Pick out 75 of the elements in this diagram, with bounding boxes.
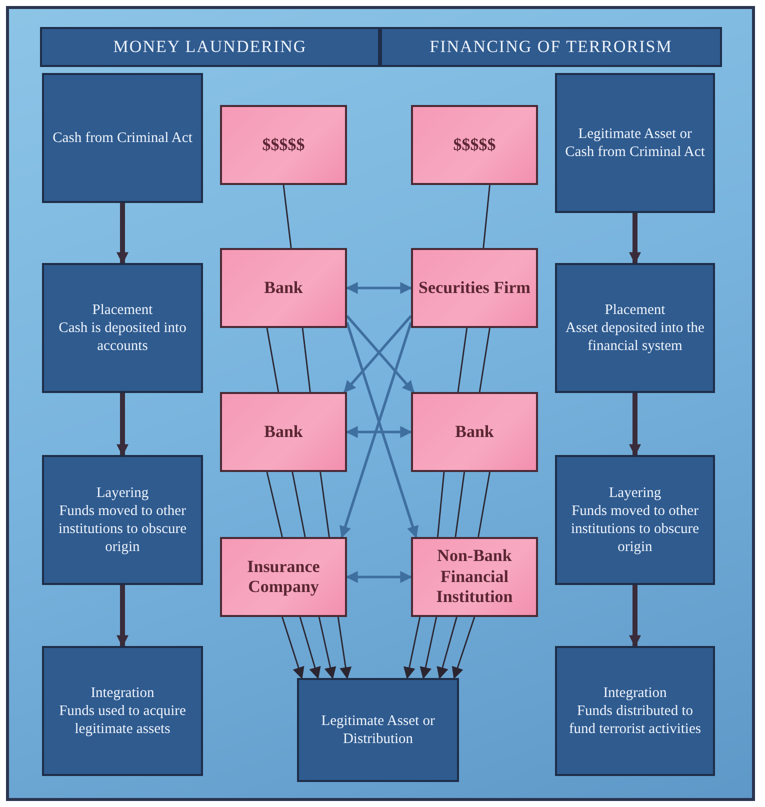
box-text: Legitimate Asset or Distribution [320,712,436,748]
arrow [629,393,641,456]
stage-title: Layering [96,484,149,502]
arrow [282,616,304,680]
arrow [420,616,438,680]
arrow [346,322,418,538]
institution-box [411,392,538,472]
institution-box [220,105,347,185]
stage-box [42,646,203,776]
box-text: Non-Bank Financial Institution [435,546,514,608]
stage-title: Placement [92,300,153,319]
stage-title: Placement [604,300,666,319]
section-header [40,27,380,67]
stage-title: Integration [90,684,154,702]
box-text: Bank [455,422,494,442]
connector-line [292,472,306,538]
institution-box [220,248,347,328]
arrow [346,282,412,294]
connector-line [266,472,283,538]
stage-title: Integration [603,684,667,702]
connector-line [457,328,468,392]
arrow [340,322,412,538]
connector-line [478,472,490,538]
arrow [346,571,412,583]
box-text: Funds moved to other institutions to obscure origin [57,502,188,556]
connector-line [320,472,330,538]
box-text: Insurance Company [246,556,321,598]
stage-box [555,73,715,213]
stage-box [42,263,203,393]
box-text: Securities Firm [418,278,530,298]
box-text: Legitimate Asset or Cash from Criminal Act [564,124,706,162]
connector-line [266,328,280,392]
connector-line [436,472,445,538]
stage-box [297,678,459,782]
arrow [404,616,421,680]
box-text: Funds used to acquire legitimate assets [58,702,187,738]
section-header [380,27,722,67]
box-text: FINANCING OF TERRORISM [430,37,672,57]
box-text: $$$$$ [262,134,305,156]
arrow [337,616,352,680]
institution-box [220,537,347,617]
arrow [116,203,128,264]
connector-line [478,328,490,392]
box-text: MONEY LAUNDERING [113,37,307,57]
stage-box [555,646,715,776]
arrow [629,585,641,648]
box-text: Cash from Criminal Act [52,128,192,148]
institution-box [411,248,538,328]
arrow [436,616,458,680]
box-text: Cash is deposited into accounts [58,318,188,356]
box-text: Asset deposited into the financial system [564,318,706,356]
box-text: Bank [264,422,303,442]
box-text: $$$$$ [453,134,496,156]
arrow [452,616,476,680]
arrow [346,426,412,438]
stage-box [555,455,715,585]
box-text: Funds distributed to fund terrorist activities [568,702,702,738]
connector-line [302,328,311,392]
connector-line [454,472,466,538]
institution-box [220,392,347,472]
stage-title: Layering [608,484,662,502]
arrow [299,616,321,680]
arrow [318,616,336,680]
institution-box [411,537,538,617]
arrow [629,213,641,264]
box-text: Bank [264,278,303,298]
stage-box [42,455,203,585]
institution-box [411,105,538,185]
connector-line [482,184,490,248]
stage-box [555,263,715,393]
box-text: Funds moved to other institutions to obscure origin [570,502,700,556]
stage-box [42,73,203,203]
arrow [116,393,128,456]
connector-line [282,184,292,248]
arrow [116,585,128,648]
